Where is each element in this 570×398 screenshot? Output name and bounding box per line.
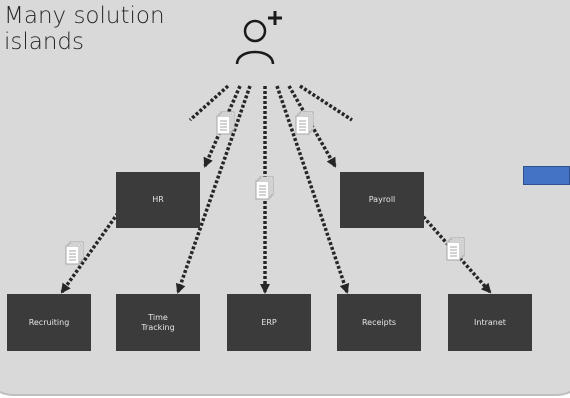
node-hr: HR <box>116 172 200 228</box>
node-intranet: Intranet <box>448 294 532 351</box>
document-stack-icon <box>255 176 274 200</box>
edge-user-to-hr-outer <box>188 84 230 122</box>
edge-user-to-receipts <box>275 85 350 294</box>
node-time-tracking: Time Tracking <box>116 294 200 351</box>
node-payroll: Payroll <box>340 172 424 228</box>
title-line-1: Many solution <box>4 3 165 29</box>
document-stack-icon <box>65 241 84 265</box>
edge-user-to-time-tracking <box>175 85 252 294</box>
document-stack-icon <box>295 111 314 135</box>
edge-user-to-payroll-outer <box>299 84 353 122</box>
node-recruiting: Recruiting <box>7 294 91 351</box>
title-line-2: islands <box>4 29 85 55</box>
transition-arrow <box>523 166 570 185</box>
document-stack-icon <box>216 111 235 135</box>
add-user-icon <box>235 11 282 65</box>
node-receipts: Receipts <box>337 294 421 351</box>
document-stack-icon <box>446 237 465 261</box>
edge-user-to-hr <box>203 85 242 168</box>
diagram-title: Many solution islands <box>4 3 165 55</box>
node-erp: ERP <box>227 294 311 351</box>
edge-hr-to-recruiting <box>60 211 120 294</box>
